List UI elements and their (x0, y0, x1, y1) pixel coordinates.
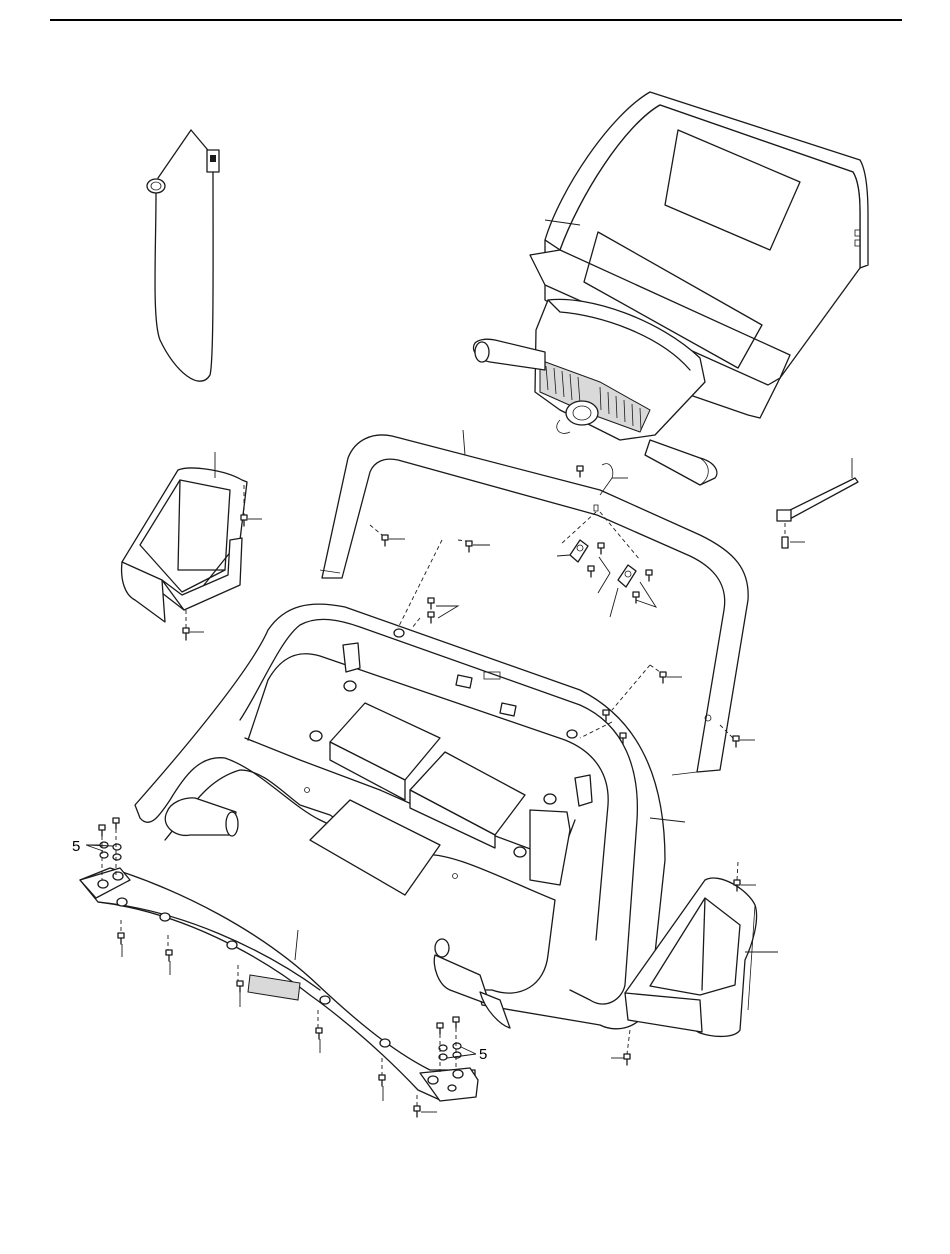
console-assembly (473, 92, 868, 485)
screw (118, 933, 124, 957)
screw (437, 1023, 443, 1034)
screw (428, 598, 434, 609)
power-wire (777, 458, 858, 548)
screw (166, 950, 172, 975)
screw (414, 1106, 437, 1117)
spacer-callout-right: 5 (479, 1046, 487, 1063)
key-and-clip (147, 130, 219, 381)
screw (466, 541, 490, 552)
spacer-callout-left: 5 (72, 838, 80, 855)
screw (183, 628, 204, 640)
screw (611, 1054, 630, 1065)
screw (99, 825, 105, 836)
console-base (135, 604, 665, 1029)
screw (241, 515, 262, 526)
screw (588, 566, 594, 577)
screw (598, 543, 604, 554)
screw (428, 612, 434, 623)
screw (734, 880, 756, 891)
screw (453, 1017, 459, 1028)
screw (646, 570, 652, 581)
screw (316, 1028, 322, 1053)
screw (577, 466, 583, 477)
screw (113, 818, 119, 829)
screw (633, 592, 639, 603)
left-cup-holder (122, 452, 247, 622)
screw (379, 1075, 385, 1101)
screw (237, 981, 243, 1007)
screw (382, 535, 405, 546)
screw (660, 672, 682, 683)
screw (733, 736, 755, 747)
front-trim (80, 868, 478, 1101)
